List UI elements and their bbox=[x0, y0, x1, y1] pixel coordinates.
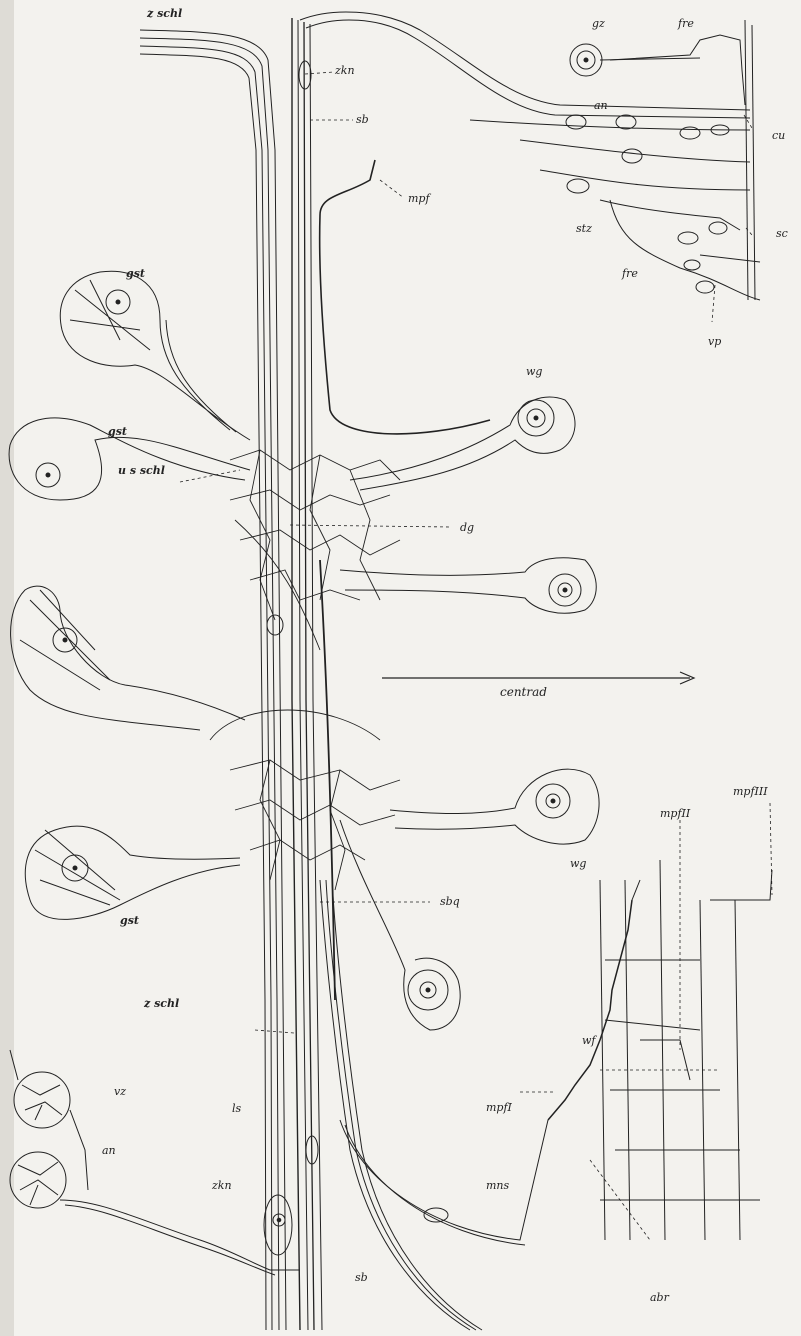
label-mpf: mpf bbox=[408, 193, 430, 205]
label-gst-1: gst bbox=[126, 268, 145, 280]
label-sb-bottom: sb bbox=[355, 1272, 368, 1284]
label-an-top: an bbox=[594, 100, 608, 112]
ganglion-cells-left bbox=[9, 271, 250, 919]
epidermis-region bbox=[470, 20, 760, 300]
label-abr: abr bbox=[650, 1292, 669, 1304]
label-gz: gz bbox=[592, 18, 605, 30]
muscle-bottom-right bbox=[548, 860, 772, 1240]
label-zkn-bottom: zkn bbox=[212, 1180, 232, 1192]
centrad-arrow bbox=[382, 672, 694, 684]
cord-nuclei-bottom bbox=[264, 61, 318, 1255]
lower-fibres-sb bbox=[320, 880, 548, 1330]
motor-fibre-mpf bbox=[320, 160, 490, 434]
label-cu: cu bbox=[772, 130, 785, 142]
label-gst-3: gst bbox=[120, 915, 139, 927]
label-mns: mns bbox=[486, 1180, 509, 1192]
label-z-schl-mid: z schl bbox=[144, 998, 179, 1010]
label-mpfIII: mpfIII bbox=[733, 786, 768, 798]
label-ls: ls bbox=[232, 1103, 241, 1115]
label-mpfII: mpfII bbox=[660, 808, 690, 820]
label-wf: wf bbox=[582, 1035, 596, 1047]
label-stz: stz bbox=[576, 223, 592, 235]
sense-cells-top bbox=[566, 44, 700, 193]
label-wg-mid: wg bbox=[570, 858, 586, 870]
nerve-cord bbox=[140, 12, 750, 1330]
label-z-schl-top: z schl bbox=[147, 8, 182, 20]
paper-edge-shadow bbox=[0, 0, 14, 1336]
label-vz: vz bbox=[114, 1086, 126, 1098]
label-sc: sc bbox=[776, 228, 788, 240]
label-vp: vp bbox=[708, 336, 721, 348]
label-fre-mid: fre bbox=[622, 268, 638, 280]
label-fre-top: fre bbox=[678, 18, 694, 30]
label-an-bottom: an bbox=[102, 1145, 116, 1157]
label-centrad: centrad bbox=[500, 686, 547, 698]
sense-cells-bottom-left bbox=[10, 1050, 300, 1275]
label-sbq: sbq bbox=[440, 896, 460, 908]
label-wg-top: wg bbox=[526, 366, 542, 378]
label-sb-top: sb bbox=[356, 114, 369, 126]
label-gst-2: gst bbox=[108, 426, 127, 438]
label-mpfI: mpfI bbox=[486, 1102, 512, 1114]
label-dg: dg bbox=[460, 522, 474, 534]
ganglion-cells-right bbox=[340, 397, 599, 1030]
label-zkn-top: zkn bbox=[335, 65, 355, 77]
label-u-s-schl: u s schl bbox=[118, 465, 165, 477]
